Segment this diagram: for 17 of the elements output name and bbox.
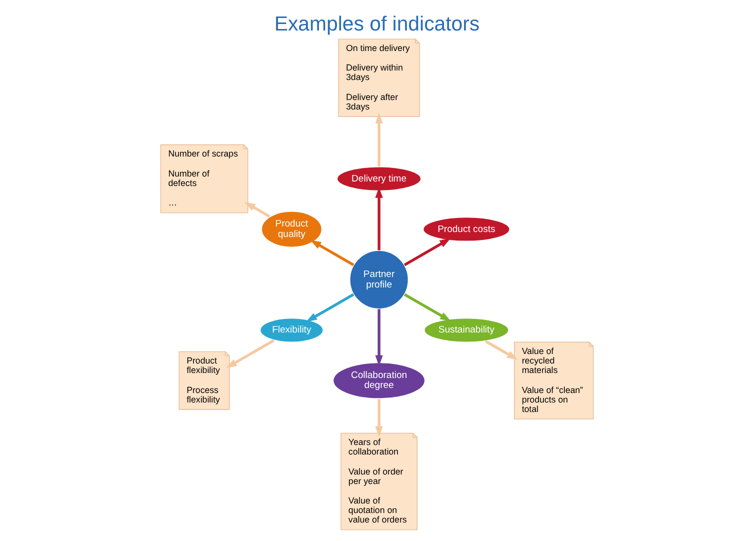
arrow [244,202,270,218]
arrow [310,240,354,266]
node-ellipse: Product costs [422,216,510,242]
diagram-title: Examples of indicators [274,13,480,36]
arrow [374,399,382,438]
arrow [403,293,450,322]
arrow [403,238,450,266]
node-ellipse: Collaboration degree [332,362,426,400]
arrow [484,340,518,360]
arrow [374,112,382,166]
arrow [374,187,382,250]
node-ellipse: Delivery time [336,166,422,192]
node-circle: Partner profile [348,250,409,310]
node-ellipse: Sustainability [422,317,509,344]
arrow [374,309,382,366]
node-ellipse: Flexibility [258,317,324,344]
arrow [306,293,354,322]
